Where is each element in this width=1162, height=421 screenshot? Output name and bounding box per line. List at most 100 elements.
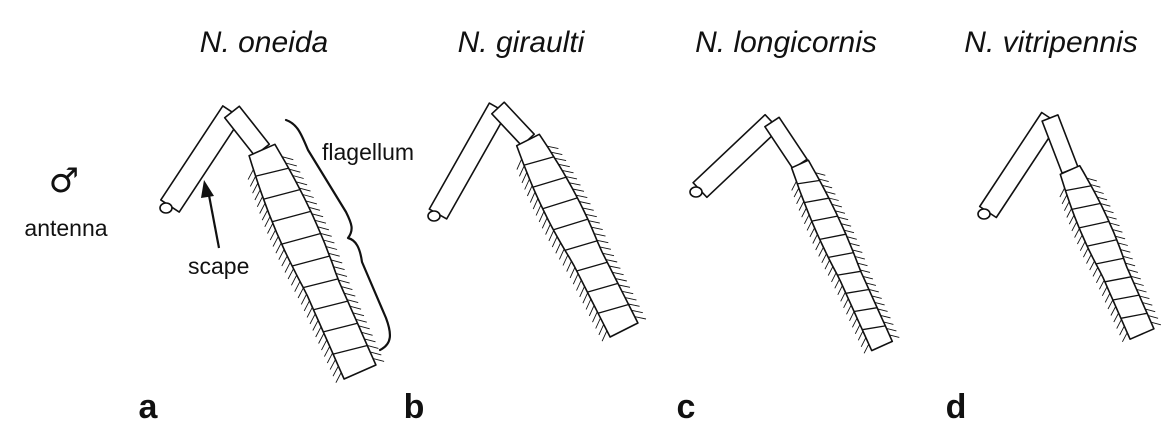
sensory-hair [799,201,804,210]
sensory-hair [316,327,321,337]
panel-letter-a: a [139,388,159,421]
sensory-hair [1099,280,1104,289]
sensory-hair [844,299,849,308]
sensory-hair [279,250,284,260]
sensory-hair [794,188,799,197]
sensory-hair [819,247,824,256]
sensory-hair [1096,274,1101,283]
sensory-hair [270,230,275,240]
panel-letter-c: c [677,388,696,421]
sensory-hair [822,254,827,263]
sensory-hair [260,203,265,213]
sensory-hair [1090,261,1095,270]
sensory-hair [549,230,554,241]
sensory-hair [285,262,290,272]
sensory-hair [522,172,527,183]
sensory-hair [276,243,281,253]
sensory-hair [542,218,547,229]
sensory-hair [1067,208,1072,217]
sensory-hair [273,236,278,246]
sensory-hair [1069,215,1074,224]
sensory-hair [559,249,564,260]
sensory-hair [858,331,863,340]
species-title-c: N. longicornis [695,26,877,59]
radicle-shape [978,209,990,219]
sensory-hair [1072,222,1077,231]
sensory-hair [552,237,557,248]
sensory-hair [1064,202,1069,211]
sensory-hair [330,359,335,369]
sensory-hair [570,267,575,278]
sensory-hair [816,241,821,250]
sensory-hair [530,192,535,203]
sensory-hair [301,294,306,304]
sensory-hair [288,269,293,279]
sensory-hair [1080,242,1085,251]
sensory-hair [797,195,802,204]
sensory-hair [586,299,591,310]
antenna-drawing-c [690,115,899,354]
sensory-hair [864,344,869,353]
sensory-hair [828,267,833,276]
sensory-hair [1120,326,1125,335]
sensory-hair [567,261,572,272]
sensory-hair [298,288,303,298]
scape-arrow [201,180,219,248]
sensory-hair [1083,248,1088,257]
sensory-hair [563,255,568,266]
sensory-hair [597,240,608,242]
radicle-shape [160,203,172,213]
sensory-hair [319,333,324,343]
sensory-hair [295,281,300,291]
sensory-hair [841,292,846,301]
sensory-hair [539,211,544,222]
sensory-hair [282,256,287,266]
sensory-hair [527,186,532,196]
sensory-hair [310,314,315,324]
sensory-hair [327,353,332,363]
sensory-hair [324,346,329,356]
sensory-hair [792,181,797,190]
sensory-hair [1102,287,1107,296]
sensory-hair [577,280,582,291]
sensory-hair [1087,255,1092,264]
sensory-hair [596,318,601,329]
sensory-hair [804,215,809,224]
sensory-hair [1093,267,1098,276]
sensory-hair [313,320,318,330]
sensory-hair [835,279,840,288]
sensory-hair [291,275,296,285]
sensory-hair [1077,235,1082,244]
sensory-hair [1075,229,1080,238]
radicle-shape [428,211,440,221]
sensory-hair [852,318,857,327]
radicle-shape [690,187,702,197]
pedicel-shape [1042,115,1078,173]
flagellum-shape [1060,166,1154,340]
male-symbol: ♂ [49,161,79,201]
sensory-hair [802,208,807,217]
sensory-hair [593,312,598,323]
sensory-hair [519,166,524,177]
sensory-hair [838,286,843,295]
sensory-hair [250,176,255,186]
sensory-hair [589,305,594,316]
sensory-hair [1111,306,1116,315]
row-label-antenna: antenna [24,215,107,241]
sensory-hair [307,307,312,317]
sensory-hair [333,366,338,376]
antenna-drawing-b [428,102,646,341]
sensory-hair [304,301,309,311]
sensory-hair [813,234,818,243]
species-title-a: N. oneida [200,26,328,59]
sensory-hair [850,312,855,321]
sensory-hair [556,243,561,254]
sensory-hair [599,324,604,335]
species-title-d: N. vitripennis [964,26,1137,59]
sensory-hair [825,260,830,269]
sensory-hair [536,205,541,216]
sensory-hair [602,331,607,342]
sensory-hair [810,228,815,237]
sensory-hair [861,338,866,347]
